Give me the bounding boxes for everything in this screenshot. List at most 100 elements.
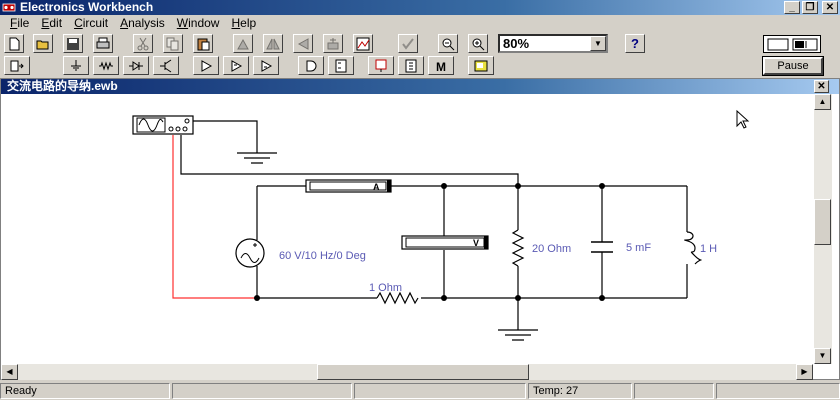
horizontal-scrollbar[interactable]: ◀ ▶ [1,364,813,380]
menu-file[interactable]: File [4,15,35,32]
component-properties-button[interactable] [323,34,343,53]
flip-horizontal-icon [266,38,280,49]
capacitor-5mf[interactable] [591,241,613,253]
menu-help-mnemonic: H [231,16,241,30]
opamp-icon [201,59,213,72]
new-button[interactable] [4,34,24,53]
menu-help-label: elp [240,16,257,30]
controls-bin-button[interactable] [398,56,424,75]
check-icon [402,37,414,50]
ac-voltage-source[interactable] [235,238,265,268]
scope-channel-wire [172,135,257,299]
zoom-select[interactable]: 80% ▼ [498,34,608,53]
digital-ics-bin-button[interactable] [253,56,279,75]
save-button[interactable] [63,34,83,53]
new-file-icon [9,37,20,50]
menu-edit[interactable]: Edit [35,15,68,32]
resistor-1-ohm[interactable] [376,291,419,305]
instruments-bin-button[interactable] [468,56,494,75]
scroll-right-icon[interactable]: ▶ [796,364,813,380]
digital-bin-button[interactable] [328,56,354,75]
close-button[interactable]: ✕ [822,1,838,14]
voltmeter-letter: V [473,238,479,248]
menu-file-label: ile [17,16,30,30]
mixed-ics-bin-button[interactable] [223,56,249,75]
status-cell-5 [634,383,714,399]
resistor-20-ohm[interactable] [511,229,525,267]
scroll-up-icon[interactable]: ▲ [814,94,831,110]
menu-analysis-mnemonic: A [120,16,129,30]
flip-vertical-button[interactable] [293,34,313,53]
status-ready: Ready [0,383,170,399]
create-subcircuit-button[interactable] [353,34,373,53]
voltmeter[interactable] [401,235,489,250]
paste-button[interactable] [193,34,213,53]
paste-clipboard-icon [197,38,210,50]
cut-button[interactable] [133,34,153,53]
zoom-out-icon [442,38,455,50]
horizontal-scroll-thumb[interactable] [317,364,529,380]
resistor-icon [99,60,113,71]
zoom-value: 80% [503,36,530,51]
power-switch-icon [767,38,818,51]
logic-gate-icon [306,60,317,71]
sources-bin-button[interactable] [63,56,89,75]
vertical-scroll-thumb[interactable] [814,199,831,245]
rotate-button[interactable] [233,34,253,53]
menu-analysis[interactable]: Analysis [114,15,171,32]
indicators-bin-button[interactable] [368,56,394,75]
menu-help[interactable]: Help [225,15,262,32]
open-button[interactable] [33,34,53,53]
status-temp: Temp: 27 [528,383,632,399]
parts-bin-button[interactable] [4,56,30,75]
menu-circuit-mnemonic: C [74,16,83,30]
diodes-bin-button[interactable] [123,56,149,75]
diode-icon [129,60,143,71]
digital-ic-icon [261,59,273,72]
print-button[interactable] [93,34,113,53]
parts-bin-icon [10,60,24,71]
scope-ground-wire [191,120,258,153]
graph-icon [356,37,370,50]
resistor-1-label: 1 Ohm [369,282,402,294]
logic-gates-bin-button[interactable] [298,56,324,75]
help-button[interactable]: ? [625,34,645,53]
analog-ics-bin-button[interactable] [193,56,219,75]
menu-edit-mnemonic: E [41,16,50,30]
transistors-bin-button[interactable] [153,56,179,75]
status-bar: Ready Temp: 27 [0,382,840,400]
instrument-icon [474,60,488,71]
workbench-app-icon [2,3,16,12]
restore-button[interactable]: ❐ [802,1,818,14]
menu-window[interactable]: Window [171,15,226,32]
scroll-left-icon[interactable]: ◀ [1,364,18,380]
basic-bin-button[interactable] [93,56,119,75]
chevron-down-icon[interactable]: ▼ [590,36,606,51]
misc-m-icon: M [436,60,446,73]
vertical-scrollbar[interactable]: ▲ ▼ [814,94,832,364]
scroll-down-icon[interactable]: ▼ [814,348,831,364]
component-properties-icon [327,37,339,49]
inductor-1h[interactable] [684,231,702,265]
flip-horizontal-button[interactable] [263,34,283,53]
power-switch[interactable] [763,35,821,53]
zoom-in-button[interactable] [468,34,488,53]
mouse-cursor-icon [736,109,750,129]
status-cell-3 [354,383,526,399]
miscellaneous-bin-button[interactable]: M [428,56,454,75]
capacitor-label: 5 mF [626,242,651,254]
instructions-button[interactable] [398,34,418,53]
pause-button[interactable]: Pause [762,56,824,76]
minimize-button[interactable]: _ [784,1,800,14]
zoom-out-button[interactable] [438,34,458,53]
circuit-canvas[interactable]: A V [1,94,813,364]
ammeter[interactable] [305,179,392,193]
copy-button[interactable] [163,34,183,53]
oscilloscope[interactable] [132,115,194,135]
resistor-2-label: 20 Ohm [532,243,571,255]
menu-circuit[interactable]: Circuit [68,15,114,32]
menu-analysis-label: nalysis [128,16,165,30]
bottom-ground-symbol [498,298,538,341]
document-close-button[interactable]: ✕ [814,80,829,93]
control-icon [405,59,417,72]
